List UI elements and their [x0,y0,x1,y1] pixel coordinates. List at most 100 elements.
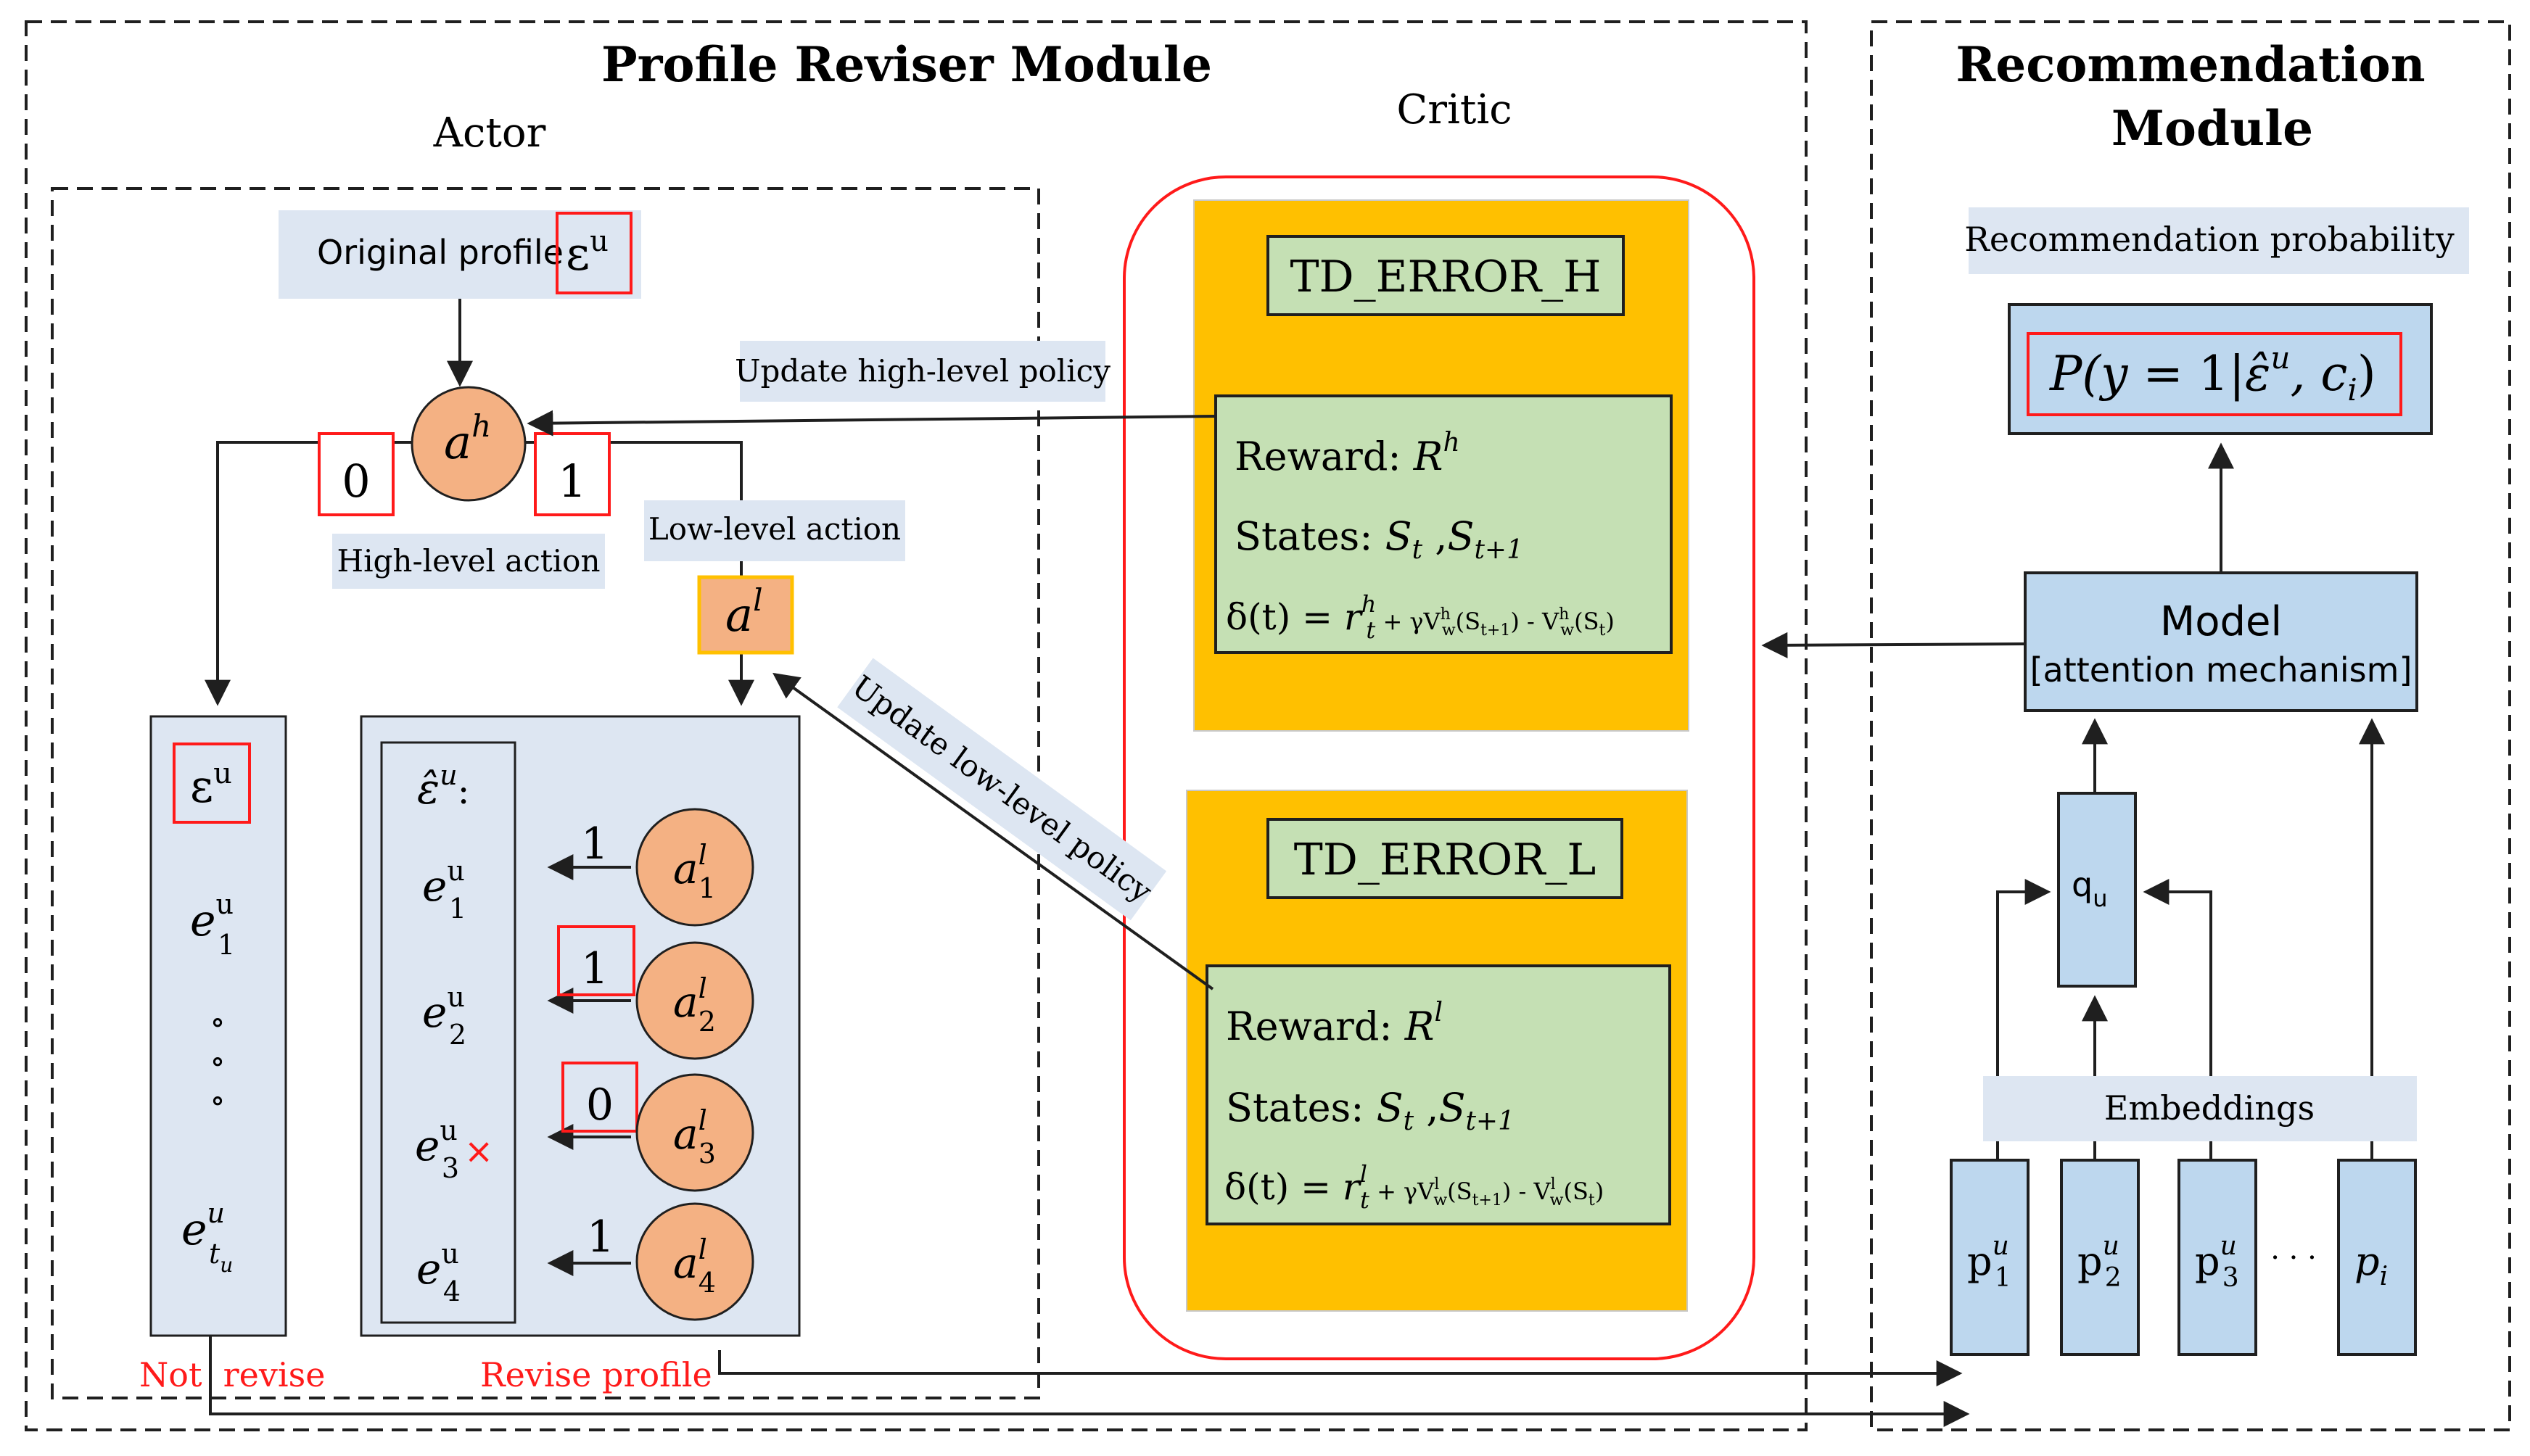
critic-title: Critic [1396,86,1512,133]
item-node-i [2337,1159,2417,1356]
update-low-level-policy-label-box [837,658,1167,921]
reward-h-panel [1214,394,1673,654]
update-low-level-policy-label: Update low-level policy [846,669,1159,910]
query-label: qu [2072,865,2107,912]
high-level-action-symbol: ah [444,408,491,470]
branch-one-label: 1 [558,455,586,508]
embeddings-box [1983,1076,2417,1141]
revised-profile-header: ε̂u: [417,759,469,814]
revised-profile-list [380,741,516,1324]
critic-frame [1123,175,1755,1360]
update-high-level-policy-arrow [527,410,1218,437]
item-node-3 [2177,1159,2257,1356]
embeddings-label: Embeddings [2104,1088,2315,1128]
branch-one-box [534,432,611,516]
reward-l-panel [1206,964,1671,1225]
original-profile-box [279,210,641,299]
recommendation-title-line2: Module [2111,100,2313,157]
unrevised-dot-2: ∘ [210,1043,226,1080]
removed-entity-mark: × [464,1131,493,1172]
reward-h-text: Reward: Rh [1235,428,1460,479]
arrow-model-to-critic [1761,632,2026,658]
high-level-action-label-box [332,534,605,589]
branch-zero-label: 0 [342,455,370,508]
low-action-node-1 [635,808,754,927]
unrevised-dot-3: ∘ [210,1082,226,1119]
probability-formula-highlight [2027,332,2402,416]
query-node [2057,792,2137,988]
low-action-node-4 [635,1202,754,1321]
decision-value-2: 1 [581,943,609,994]
low-level-action-node [697,575,794,655]
item-ellipsis: · · · [2270,1241,2317,1275]
item-label-i: pi [2354,1238,2388,1291]
recommendation-probability-label: Recommendation probability [1964,220,2454,259]
attention-model-subtitle: [attention mechanism] [2030,650,2412,690]
original-profile-symbol-highlight [556,212,632,294]
branch-zero-box [318,432,395,516]
recommendation-title-line1: Recommendation [1956,36,2425,93]
actor-title: Actor [433,109,546,157]
states-h-text: States: St ,St+1 [1235,513,1523,565]
low-level-action-label-box [644,500,905,561]
attention-model-box [2024,571,2418,712]
decision-value-3: 0 [586,1080,614,1130]
decision-highlight-2 [557,925,635,996]
arrow-p3-to-query [2143,879,2212,1160]
attention-model-title: Model [2160,598,2282,645]
low-action-node-2 [635,941,754,1060]
low-level-action-symbol: al [725,582,763,642]
td-error-h-box [1266,235,1625,316]
low-action-node-3 [635,1073,754,1192]
probability-formula: P(y = 1|ε̂u, ci) [2049,340,2376,408]
probability-formula-box [2008,303,2433,435]
item-node-1 [1950,1159,2030,1356]
low-level-action-label: Low-level action [648,511,901,547]
unrevised-dot-1: ∘ [210,1004,226,1041]
recommendation-probability-label-box [1969,207,2469,274]
original-profile-label: Original profile [317,233,564,272]
profile-reviser-module-frame [25,20,1808,1431]
arrow-revised-profile-to-model [718,1350,1963,1386]
not-revise-label-bg [138,1350,312,1394]
td-error-l-box [1266,818,1623,899]
revise-profile-label: Revise profile [480,1355,712,1394]
item-node-2 [2060,1159,2140,1356]
update-low-level-policy-arrow [772,672,1214,990]
update-high-level-policy-label-box [740,341,1105,402]
update-high-level-policy-label: Update high-level policy [735,353,1111,389]
arrow-p1-to-query [1996,879,2051,1160]
states-l-text: States: St ,St+1 [1226,1085,1515,1136]
recommendation-module-frame [1870,20,2511,1431]
not-revise-label: Not revise [139,1355,325,1394]
update-low-level-policy-label-group: Update low-level policy [837,658,1167,921]
revise-profile-label-bg [476,1350,701,1394]
td-error-h-label: TD_ERROR_H [1290,252,1602,302]
profile-reviser-title: Profile Reviser Module [601,36,1212,93]
td-error-l-label: TD_ERROR_L [1294,835,1596,885]
high-level-action-label: High-level action [337,543,600,579]
reward-l-text: Reward: Rl [1226,998,1443,1049]
unrevised-profile-symbol: εu [190,757,232,813]
